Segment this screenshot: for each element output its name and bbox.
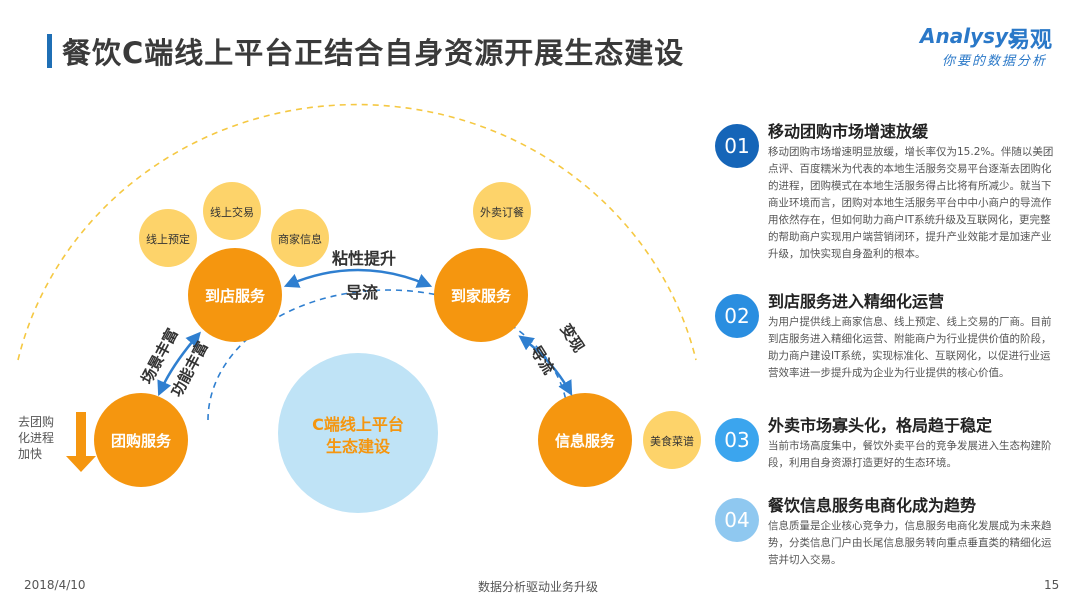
svg-text:线上交易: 线上交易 [210,205,254,219]
down-arrow-label-line2: 化进程 [18,430,54,445]
satellite-online-trade: 线上交易 [203,182,261,240]
item-title: 餐饮信息服务电商化成为趋势 [768,496,977,515]
satellite-merchant-info: 商家信息 [271,209,329,267]
logo-slogan: 你要的数据分析 [942,54,1048,69]
logo-english: Analysys [920,24,1020,48]
arrow-right-double [518,335,573,396]
arrow-label-stickiness: 粘性提升 [332,249,396,268]
satellite-food-menu: 美食菜谱 [643,411,701,469]
arrow-label-traffic-top: 导流 [346,283,378,302]
item-number-badge: 02 [715,294,759,338]
center-label-line2: 生态建设 [326,437,391,456]
down-arrow-label-line1: 去团购 [18,414,54,429]
item-number-badge: 04 [715,498,759,542]
svg-text:外卖订餐: 外卖订餐 [480,205,524,219]
item-body: 为用户提供线上商家信息、线上预定、线上交易的厂商。目前到店服务进入精细化运营、附… [768,316,1052,379]
item-title: 到店服务进入精细化运营 [768,292,945,311]
inner-dashed-arc [207,289,569,421]
svg-text:到家服务: 到家服务 [451,287,512,305]
outer-dashed-arc [17,103,697,361]
page-number: 15 [1044,578,1060,592]
svg-text:美食菜谱: 美食菜谱 [650,434,694,448]
arrow-label-traffic-right: 导流 [527,343,558,378]
page-title: 餐饮C端线上平台正结合自身资源开展生态建设 [62,36,685,70]
svg-text:线上预定: 线上预定 [146,232,190,246]
item-number-badge: 03 [715,418,759,462]
arrow-label-monetize: 变现 [557,321,588,356]
brand-logo: Analysys 易观 你要的数据分析 [920,24,1060,74]
svg-text:商家信息: 商家信息 [278,232,322,246]
arrow-top-double [283,268,433,288]
logo-chinese: 易观 [1008,28,1053,53]
satellite-takeout-order: 外卖订餐 [473,182,531,240]
item-number-badge: 01 [715,124,759,168]
down-arrow [66,412,96,472]
center-circle [278,353,438,513]
node-delivery-service: 到家服务 [434,248,528,342]
center-label-line1: C端线上平台 [312,415,404,434]
satellite-online-booking: 线上预定 [139,209,197,267]
node-in-store-service: 到店服务 [188,248,282,342]
footer-date: 2018/4/10 [24,578,86,592]
arrow-left-double [157,331,201,397]
svg-text:信息服务: 信息服务 [555,432,616,450]
item-body: 当前市场高度集中，餐饮外卖平台的竞争发展进入生态构建阶段，利用自身资源打造更好的… [768,440,1052,469]
item-body: 信息质量是企业核心竞争力，信息服务电商化发展成为未来趋势，分类信息门户由长尾信息… [768,520,1052,566]
svg-text:到店服务: 到店服务 [205,287,266,305]
item-title: 移动团购市场增速放缓 [768,122,929,141]
title-accent-bar [47,34,52,68]
item-title: 外卖市场寡头化，格局趋于稳定 [768,416,993,435]
node-info-service: 信息服务 [538,393,632,487]
node-groupbuy-service: 团购服务 [94,393,188,487]
item-body: 移动团购市场增速明显放缓，增长率仅为15.2%。伴随以美团点评、百度糯米为代表的… [768,146,1054,260]
svg-text:团购服务: 团购服务 [111,432,172,450]
down-arrow-label-line3: 加快 [18,447,42,461]
footer-tagline: 数据分析驱动业务升级 [478,580,599,594]
